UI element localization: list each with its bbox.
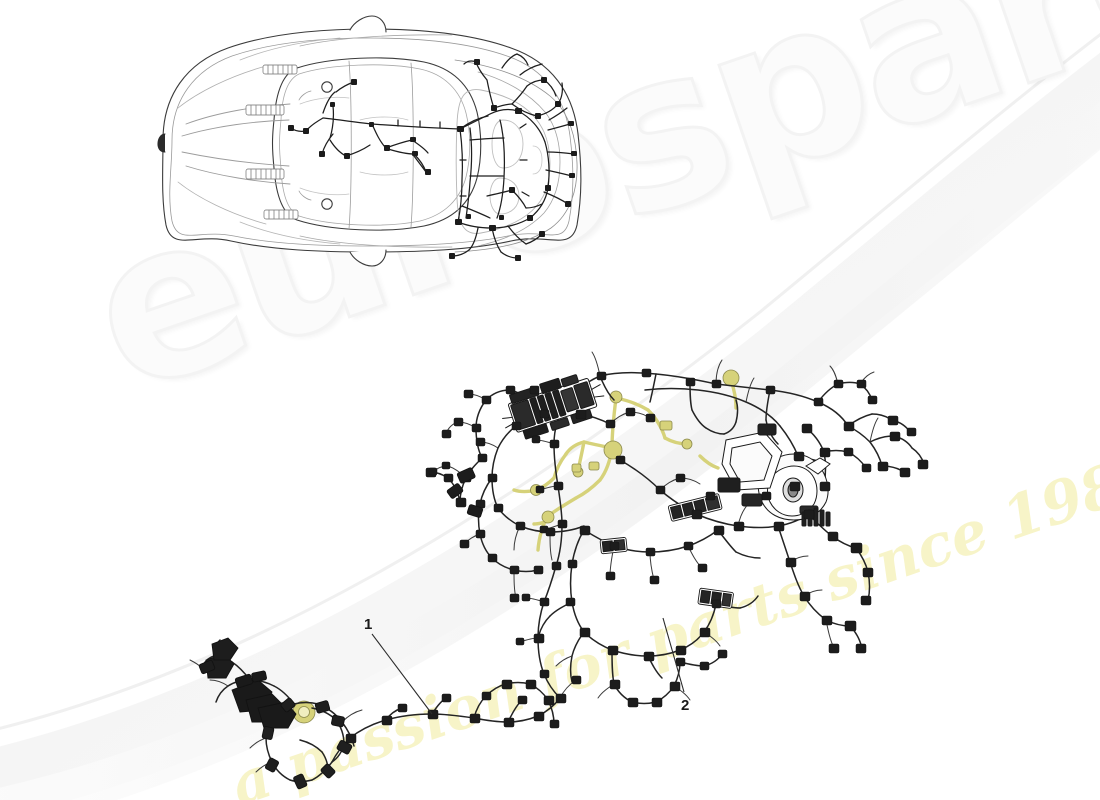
harness-connectors — [345, 368, 929, 744]
center-control-module — [717, 423, 783, 507]
upper-left-small-connectors — [446, 467, 484, 518]
callout-leader-lines — [371, 617, 685, 715]
callout-number-1[interactable]: 1 — [364, 616, 373, 633]
left-end-connector-cluster — [198, 637, 353, 790]
callout-2-leader — [662, 617, 685, 693]
callout-number-2[interactable]: 2 — [681, 697, 690, 714]
callout-1-leader — [371, 633, 433, 715]
vehicle-harness-connectors — [288, 59, 577, 261]
fuse-relay-block — [502, 374, 605, 440]
